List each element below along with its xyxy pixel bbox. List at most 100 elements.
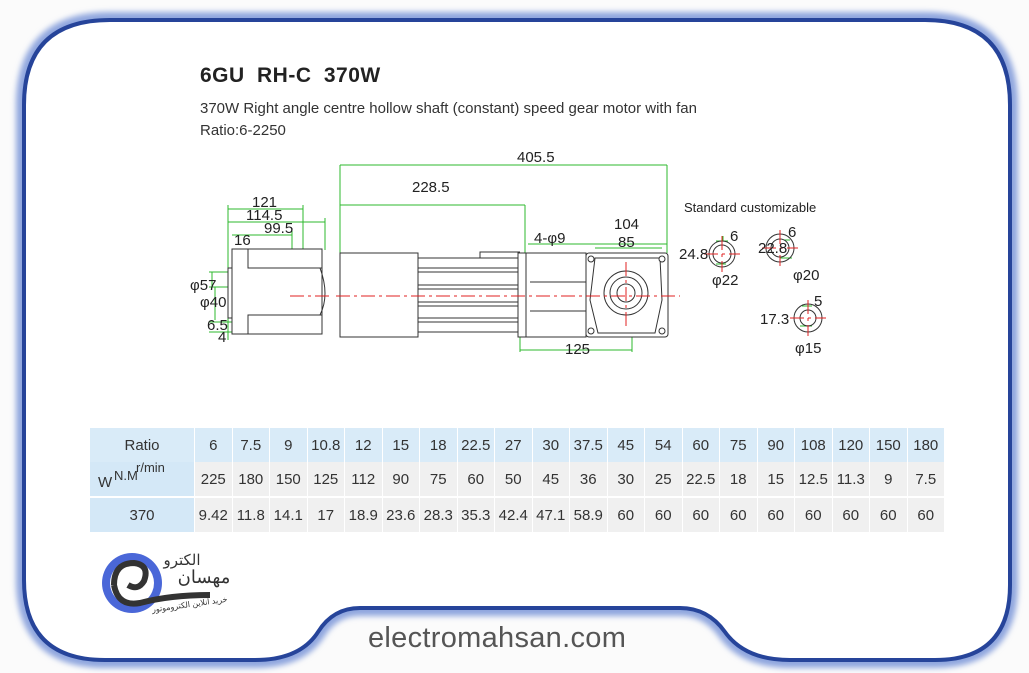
website-url: electromahsan.com bbox=[368, 622, 627, 654]
c1-key: 6 bbox=[788, 224, 796, 241]
ratio-cell: 22.5 bbox=[457, 428, 495, 462]
dim-phi57: φ57 bbox=[190, 277, 216, 294]
speed-cell: 12.5 bbox=[794, 462, 833, 498]
speed-cell: 112 bbox=[344, 462, 383, 498]
ratio-cell: 10.8 bbox=[307, 428, 345, 462]
dim-99-5: 99.5 bbox=[264, 220, 293, 237]
speed-cell: 225 bbox=[194, 462, 233, 498]
speed-cell: 18 bbox=[719, 462, 758, 498]
ratio-cell: 37.5 bbox=[569, 428, 608, 462]
product-description: 370W Right angle centre hollow shaft (co… bbox=[200, 100, 697, 117]
torque-cell: 60 bbox=[644, 497, 683, 534]
shaft-heading: Standard customizable bbox=[684, 200, 816, 215]
unit-rpm: r/min bbox=[136, 460, 165, 475]
speed-cell: 75 bbox=[419, 462, 458, 498]
speed-cell: 22.5 bbox=[682, 462, 720, 498]
torque-cell: 42.4 bbox=[494, 497, 533, 534]
torque-cell: 60 bbox=[832, 497, 870, 534]
std-key: 6 bbox=[730, 228, 738, 245]
torque-cell: 60 bbox=[757, 497, 795, 534]
torque-cell: 60 bbox=[682, 497, 720, 534]
speed-cell: 15 bbox=[757, 462, 795, 498]
electromahsan-logo: الکترو مهسان خرید آنلاین الکتروموتور bbox=[102, 552, 231, 614]
torque-cell: 60 bbox=[907, 497, 945, 534]
speed-cell: 60 bbox=[457, 462, 495, 498]
torque-cell: 18.9 bbox=[344, 497, 383, 534]
ratio-cell: 60 bbox=[682, 428, 720, 462]
torque-cell: 11.8 bbox=[232, 497, 270, 534]
torque-cell: 17 bbox=[307, 497, 345, 534]
ratio-cell: 45 bbox=[607, 428, 645, 462]
torque-cell: 9.42 bbox=[194, 497, 233, 534]
c2-height: 17.3 bbox=[760, 311, 789, 328]
torque-cell: 60 bbox=[794, 497, 833, 534]
speed-cell: 150 bbox=[269, 462, 308, 498]
svg-text:الکترو: الکترو bbox=[162, 552, 200, 569]
ratio-cell: 90 bbox=[757, 428, 795, 462]
ratio-cell: 9 bbox=[269, 428, 308, 462]
ratio-cell: 120 bbox=[832, 428, 870, 462]
dim-121: 121 bbox=[252, 194, 277, 211]
speed-cell: 11.3 bbox=[832, 462, 870, 498]
torque-cell: 47.1 bbox=[532, 497, 570, 534]
page-title: 6GU RH-C 370W bbox=[200, 64, 381, 87]
torque-cell: 58.9 bbox=[569, 497, 608, 534]
dim-125: 125 bbox=[565, 341, 590, 358]
dim-405-5: 405.5 bbox=[517, 149, 555, 166]
dim-phi40: φ40 bbox=[200, 294, 226, 311]
dim-holes: 4-φ9 bbox=[534, 230, 565, 247]
speed-cell: 45 bbox=[532, 462, 570, 498]
power-label: 370 bbox=[90, 497, 195, 534]
svg-text:مهسان: مهسان bbox=[178, 567, 231, 588]
ratio-cell: 30 bbox=[532, 428, 570, 462]
speed-cell: 9 bbox=[869, 462, 908, 498]
ratio-cell: 27 bbox=[494, 428, 533, 462]
speed-cell: 180 bbox=[232, 462, 270, 498]
c1-dia: φ20 bbox=[793, 267, 819, 284]
c2-key: 5 bbox=[814, 293, 822, 310]
std-height: 24.8 bbox=[679, 246, 708, 263]
ratio-cell: 75 bbox=[719, 428, 758, 462]
torque-cell: 35.3 bbox=[457, 497, 495, 534]
speed-cell: 36 bbox=[569, 462, 608, 498]
torque-cell: 28.3 bbox=[419, 497, 458, 534]
ratio-cell: 54 bbox=[644, 428, 683, 462]
dim-104: 104 bbox=[614, 216, 639, 233]
unit-w: W bbox=[98, 474, 113, 491]
unit-label: W N.M r/min bbox=[90, 460, 195, 498]
torque-cell: 60 bbox=[719, 497, 758, 534]
ratio-label: Ratio bbox=[90, 428, 195, 462]
technical-drawing: 121 114.5 99.5 16 φ57 φ40 6.5 4 405.5 22… bbox=[190, 149, 826, 358]
c2-dia: φ15 bbox=[795, 340, 821, 357]
motor-outline bbox=[227, 233, 823, 338]
ratio-cell: 150 bbox=[869, 428, 908, 462]
speed-cell: 125 bbox=[307, 462, 345, 498]
dim-228-5: 228.5 bbox=[412, 179, 450, 196]
dim-4: 4 bbox=[218, 329, 226, 346]
ratio-cell: 7.5 bbox=[232, 428, 270, 462]
speed-cell: 25 bbox=[644, 462, 683, 498]
ratio-cell: 6 bbox=[194, 428, 233, 462]
torque-cell: 23.6 bbox=[382, 497, 420, 534]
ratio-cell: 108 bbox=[794, 428, 833, 462]
torque-cell: 60 bbox=[607, 497, 645, 534]
std-dia: φ22 bbox=[712, 272, 738, 289]
dim-6-5: 6.5 bbox=[207, 317, 228, 334]
dim-114-5: 114.5 bbox=[246, 207, 282, 224]
speed-cell: 7.5 bbox=[907, 462, 945, 498]
dim-16: 16 bbox=[234, 232, 251, 249]
center-lines bbox=[290, 230, 826, 336]
dimension-labels: 121 114.5 99.5 16 φ57 φ40 6.5 4 405.5 22… bbox=[190, 149, 822, 358]
ratio-cell: 180 bbox=[907, 428, 945, 462]
dim-85: 85 bbox=[618, 234, 635, 251]
ratio-cell: 12 bbox=[344, 428, 383, 462]
ratio-cell: 15 bbox=[382, 428, 420, 462]
c1-height: 22.8 bbox=[758, 240, 787, 257]
unit-nm: N.M bbox=[114, 468, 138, 483]
ratio-range: Ratio:6-2250 bbox=[200, 122, 286, 139]
torque-cell: 14.1 bbox=[269, 497, 308, 534]
